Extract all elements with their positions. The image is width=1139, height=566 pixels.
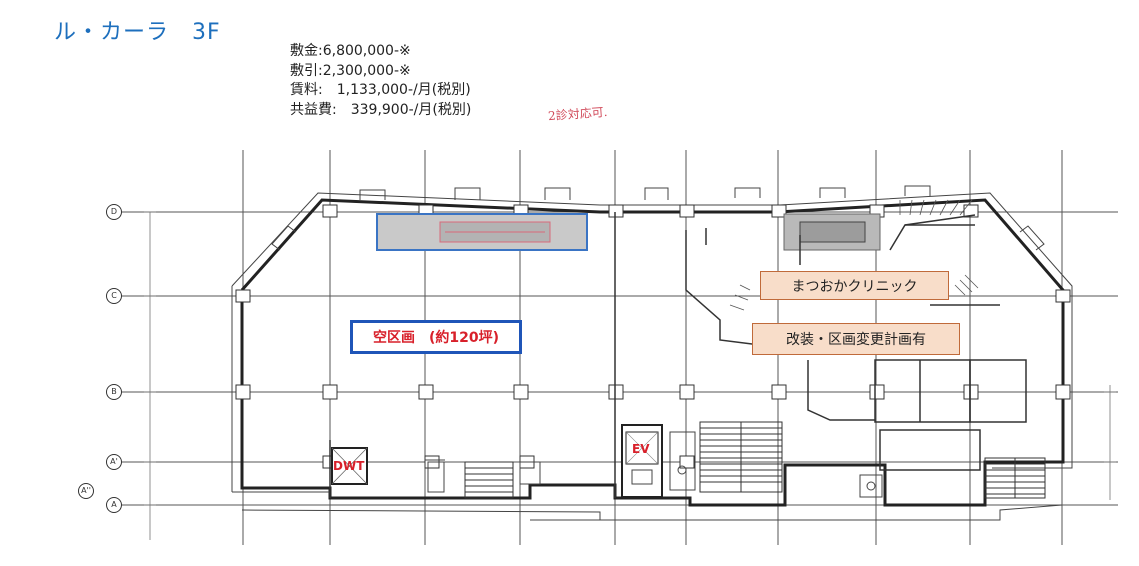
dwt-label: DWT [333,459,365,473]
escalator-right [783,213,881,251]
left-partitions [329,212,616,498]
grid-label-a: A [106,497,122,513]
dimension-line-left [144,211,156,540]
escalator-left [376,213,588,251]
central-staircase [699,421,783,493]
grid-label-d: D [106,204,122,220]
tenant-label: まつおかクリニック [760,271,949,300]
corner-stair-hatch [729,199,979,311]
page-title: ル・カーラ 3F [54,20,221,45]
dimension-line-right [1104,385,1116,500]
dwt-box [331,447,368,485]
top-facade-bumps [271,185,1045,251]
restroom-area [425,431,883,498]
lower-left-staircase [464,461,514,499]
ev-label: EV [632,442,650,456]
deduction-text: 敷引:2,300,000-※ [290,62,411,79]
ev-box [621,424,663,498]
lease-terms: 敷金:6,800,000-※ 敷引:2,300,000-※ 賃料: 1,133,… [290,42,471,120]
grid-label-c: C [106,288,122,304]
column-markers [235,204,1071,469]
deposit-text: 敷金:6,800,000-※ [290,43,411,59]
grid-label-a-prime: A' [106,454,122,470]
renovation-plan-label: 改装・区画変更計画有 [752,323,960,355]
lower-walkway [241,504,1063,521]
rent-text: 賃料: 1,133,000-/月(税別) [290,82,471,98]
grid-label-a-double-prime: A'' [78,483,94,499]
lower-right-staircase [984,457,1046,499]
grid-label-b: B [106,384,122,400]
vacant-space-label: 空区画 (約120坪) [350,320,522,354]
horizontal-grid-lines [118,211,1118,506]
common-fee-text: 共益費: 339,900-/月(税別) [290,101,472,118]
clinic-interior-walls [685,214,1027,471]
